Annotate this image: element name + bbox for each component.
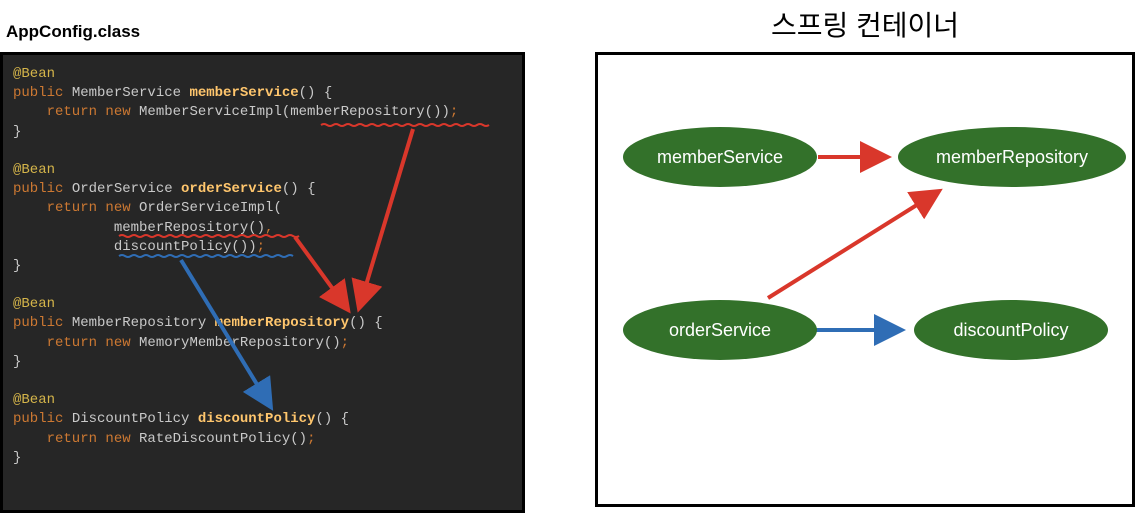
code-token: @Bean	[13, 66, 56, 82]
code-token: MemoryMemberRepository()	[139, 334, 341, 351]
code-line: }	[13, 353, 458, 372]
code-token: DiscountPolicy	[71, 411, 198, 428]
node-member-repository: memberRepository	[898, 127, 1126, 187]
arrow-order-member-arg-to-repository	[293, 235, 351, 314]
code-line: @Bean	[13, 65, 458, 84]
code-line: public MemberRepository memberRepository…	[13, 314, 458, 333]
code-token: @Bean	[13, 296, 56, 313]
node-order-service: orderService	[623, 300, 817, 360]
container-title: 스프링 컨테이너	[770, 10, 960, 41]
member-repository-call-underline	[320, 123, 490, 127]
code-token: @Bean	[13, 392, 56, 409]
code-token: OrderService	[71, 181, 182, 198]
code-token: MemberServiceImpl(memberRepository())	[139, 104, 450, 121]
arrow-order-discount-arg-to-policy	[179, 258, 274, 411]
code-line: @Bean	[13, 161, 458, 180]
node-discount-policy: discountPolicy	[914, 300, 1108, 360]
member-repository-arg-underline	[118, 234, 300, 238]
code-line: discountPolicy());	[13, 238, 458, 257]
arrow-member-service-to-repository	[351, 128, 415, 313]
code-line: return new OrderServiceImpl(	[13, 199, 458, 218]
code-token: discountPolicy	[197, 411, 316, 428]
code-line: @Bean	[13, 391, 458, 410]
code-token: () {	[298, 85, 333, 102]
code-token: public	[13, 181, 72, 198]
code-token: MemberRepository	[71, 315, 215, 332]
code-token: memberRepository()	[13, 219, 266, 236]
code-token: () {	[349, 315, 383, 332]
code-line: @Bean	[13, 295, 458, 314]
code-token: return new	[13, 200, 140, 217]
code-token: public	[13, 85, 72, 102]
code-token: return new	[13, 430, 140, 447]
code-line: return new MemberServiceImpl(memberRepos…	[13, 103, 459, 122]
code-token: }	[13, 353, 22, 370]
code-token: RateDiscountPolicy()	[139, 430, 308, 447]
code-token: OrderServiceImpl(	[139, 200, 282, 217]
code-token: @Bean	[13, 161, 56, 178]
code-line: public DiscountPolicy discountPolicy() {	[13, 410, 458, 429]
code-line: memberRepository(),	[13, 219, 458, 238]
code-token: }	[13, 123, 22, 140]
code-token: discountPolicy())	[13, 238, 257, 255]
node-member-service: memberService	[623, 127, 817, 187]
discount-policy-arg-underline	[118, 254, 294, 258]
code-token: ,	[265, 219, 274, 236]
code-token: ;	[340, 334, 350, 351]
file-label: AppConfig.class	[6, 22, 141, 41]
code-token: ;	[307, 430, 316, 447]
code-line: }	[13, 123, 458, 142]
code-token: }	[13, 449, 22, 466]
code-token: () {	[315, 411, 350, 428]
code-line: return new MemoryMemberRepository();	[13, 334, 458, 353]
code-token: () {	[281, 181, 316, 198]
code-line: }	[13, 449, 458, 468]
code-token: memberService	[189, 85, 299, 102]
code-token: public	[13, 411, 72, 428]
code-token: return new	[13, 334, 140, 351]
code-token: ;	[449, 104, 459, 121]
code-token: memberRepository	[214, 315, 350, 332]
code-token: public	[13, 315, 72, 332]
code-line: public OrderService orderService() {	[13, 180, 458, 199]
code-annotations	[118, 123, 490, 411]
code-token: orderService	[181, 181, 282, 198]
code-line: public MemberService memberService() {	[13, 84, 458, 103]
arrow-orderservice-to-memberrepository	[766, 188, 943, 300]
code-token: }	[13, 257, 22, 274]
code-line: return new RateDiscountPolicy();	[13, 430, 458, 449]
code-line: }	[13, 257, 458, 276]
code-token: return new	[13, 104, 140, 121]
code-token: MemberService	[71, 85, 190, 102]
code-token: ;	[256, 238, 266, 255]
